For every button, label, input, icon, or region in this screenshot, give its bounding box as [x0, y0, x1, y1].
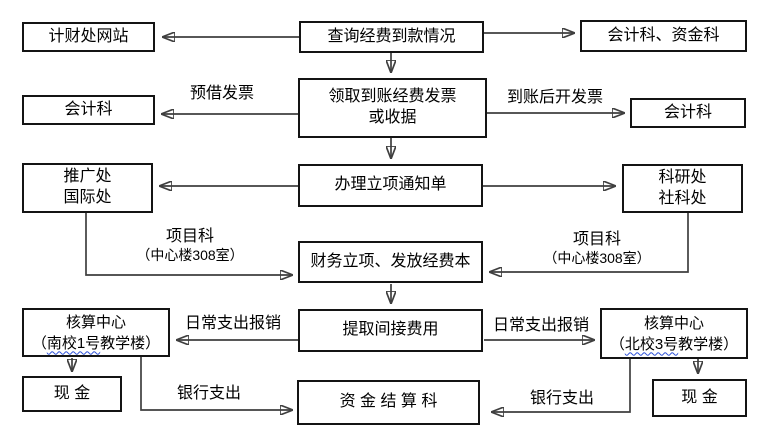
- edge-label-daily-expense-right: 日常支出报销: [492, 317, 590, 334]
- spellcheck-wavy-underline: 北校3号: [624, 335, 679, 353]
- arrow-center-north-to-settlement: [492, 359, 631, 412]
- box-research-social-science-office: 科研处 社科处: [622, 164, 743, 213]
- edge-label-bank-expense-right: 银行支出: [529, 390, 595, 407]
- box-label: 资 金 结 算 科: [339, 393, 438, 411]
- box-financial-approval-issue-fundbook: 财务立项、发放经费本: [298, 241, 483, 283]
- box-label: 科研处: [658, 168, 707, 186]
- box-label: 核算中心: [643, 314, 704, 332]
- box-label: 计财处网站: [48, 27, 129, 45]
- arrow-promotion-to-financial-approval: [85, 213, 292, 275]
- box-accounting-section-right: 会计科: [630, 98, 746, 128]
- box-accounting-and-fund-section: 会计科、资金科: [580, 20, 747, 52]
- box-receive-invoice-or-receipt: 领取到账经费发票 或收据: [298, 78, 487, 138]
- box-label: 会计科: [663, 103, 712, 121]
- edge-label-line: 项目科: [165, 228, 215, 245]
- box-label: 办理立项通知单: [334, 176, 447, 194]
- box-label: 领取到账经费发票: [328, 88, 457, 106]
- box-label: 现 金: [681, 388, 718, 406]
- box-label: 推广处: [63, 168, 112, 186]
- box-accounting-center-south-campus: 核算中心 （南校1号教学楼）: [22, 308, 170, 357]
- box-label: 现 金: [53, 384, 91, 402]
- box-cash-right: 现 金: [652, 379, 747, 417]
- box-accounting-center-north-campus: 核算中心 （北校3号教学楼）: [600, 308, 748, 359]
- box-promotion-international-office: 推广处 国际处: [22, 163, 153, 213]
- box-label: 或收据: [368, 109, 417, 126]
- box-label: 会计科、资金科: [607, 26, 720, 44]
- box-label: 核算中心: [65, 313, 126, 331]
- edge-label-prepaid-invoice: 预借发票: [189, 85, 255, 102]
- box-label: 国际处: [63, 189, 112, 206]
- box-project-approval-notice: 办理立项通知单: [298, 164, 483, 207]
- edge-label-project-section-left: 项目科 （中心楼308室）: [136, 227, 243, 265]
- box-query-funding-arrival: 查询经费到款情况: [299, 21, 484, 53]
- edge-label-project-section-right: 项目科 （中心楼308室）: [543, 230, 650, 268]
- arrow-research-to-financial-approval: [490, 213, 689, 272]
- box-label: 查询经费到款情况: [327, 27, 456, 45]
- box-label: （南校1号教学楼）: [31, 334, 161, 352]
- box-label: 提取间接费用: [342, 321, 439, 339]
- box-fund-settlement-section: 资 金 结 算 科: [297, 380, 480, 425]
- edge-label-invoice-after-arrival: 到账后开发票: [506, 89, 604, 106]
- box-cash-left: 现 金: [22, 376, 122, 412]
- box-label: 会计科: [64, 100, 113, 118]
- box-finance-office-website: 计财处网站: [22, 22, 155, 52]
- edge-label-bank-expense-left: 银行支出: [176, 385, 242, 402]
- box-label: （北校3号教学楼）: [609, 335, 739, 353]
- box-label: 财务立项、发放经费本: [310, 252, 471, 270]
- arrow-center-south-to-settlement: [140, 357, 292, 410]
- edge-label-daily-expense-left: 日常支出报销: [184, 315, 282, 332]
- edge-label-line: （中心楼308室）: [543, 250, 651, 266]
- edge-label-line: （中心楼308室）: [136, 247, 244, 263]
- box-label: 社科处: [658, 189, 707, 207]
- edge-label-line: 项目科: [572, 231, 622, 248]
- spellcheck-wavy-underline: 南校1号: [46, 334, 101, 352]
- box-accounting-section-left: 会计科: [22, 95, 155, 125]
- box-withdraw-indirect-fees: 提取间接费用: [298, 309, 483, 352]
